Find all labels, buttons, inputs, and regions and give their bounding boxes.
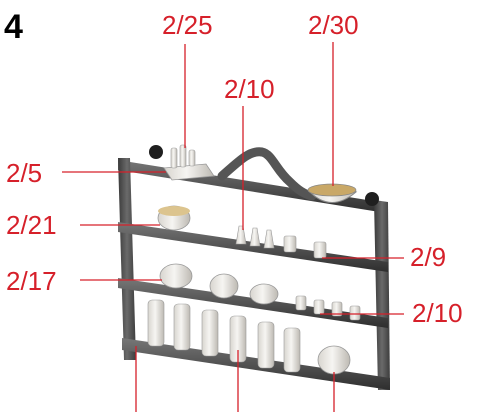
- plate-icon: [283, 327, 301, 373]
- callout-2-9: 2/9: [410, 242, 446, 272]
- plate-icon: [173, 303, 191, 351]
- step-number: 4: [4, 8, 23, 46]
- plate-icon: [257, 321, 275, 369]
- leader-lines: [62, 42, 404, 412]
- shelf-board-1: [118, 222, 388, 272]
- cone-icon: [263, 229, 275, 249]
- shelf-unit: [118, 145, 390, 390]
- finial-left: [149, 145, 163, 159]
- callout-2-10-top: 2/10: [224, 74, 275, 104]
- callout-labels: 2/25 2/30 2/10 2/5 2/21 2/9 2/17 2/10: [6, 10, 463, 328]
- shelf-right-post: [374, 200, 390, 390]
- small-cup-icon: [313, 299, 325, 315]
- bottle-icon: [179, 144, 187, 168]
- plate-icon: [201, 309, 219, 357]
- small-cup-icon: [349, 305, 361, 321]
- callout-2-5: 2/5: [6, 158, 42, 188]
- bowl-rim-icon: [307, 183, 357, 197]
- callout-2-17: 2/17: [6, 266, 57, 296]
- callout-2-25: 2/25: [162, 10, 213, 40]
- cake-top-icon: [158, 206, 190, 216]
- small-cup-icon: [331, 301, 343, 317]
- top-rail-items: [163, 144, 358, 203]
- callout-2-10-right: 2/10: [412, 298, 463, 328]
- cone-icon: [249, 227, 261, 247]
- cone-icon: [235, 225, 247, 245]
- plate-icon: [147, 299, 165, 347]
- callout-2-21: 2/21: [6, 210, 57, 240]
- small-cup-icon: [295, 295, 307, 311]
- shelf-board-3: [122, 338, 390, 390]
- shelf-3-items: [147, 299, 351, 375]
- cup-icon: [283, 235, 297, 253]
- dish-icon: [159, 263, 193, 289]
- dish-icon: [249, 283, 279, 305]
- finial-right: [365, 192, 379, 206]
- callout-2-30: 2/30: [308, 10, 359, 40]
- bottle-icon: [188, 149, 196, 167]
- shelf-left-post: [118, 158, 136, 360]
- shelf-2-items: [159, 263, 361, 321]
- dish-icon: [209, 273, 239, 299]
- pot-icon: [317, 345, 351, 375]
- bottle-icon: [170, 147, 178, 169]
- curl-ornament-icon: [217, 147, 317, 201]
- shelf-board-2: [118, 278, 388, 328]
- cup-icon: [313, 241, 327, 259]
- shelf-1-items: [157, 205, 327, 259]
